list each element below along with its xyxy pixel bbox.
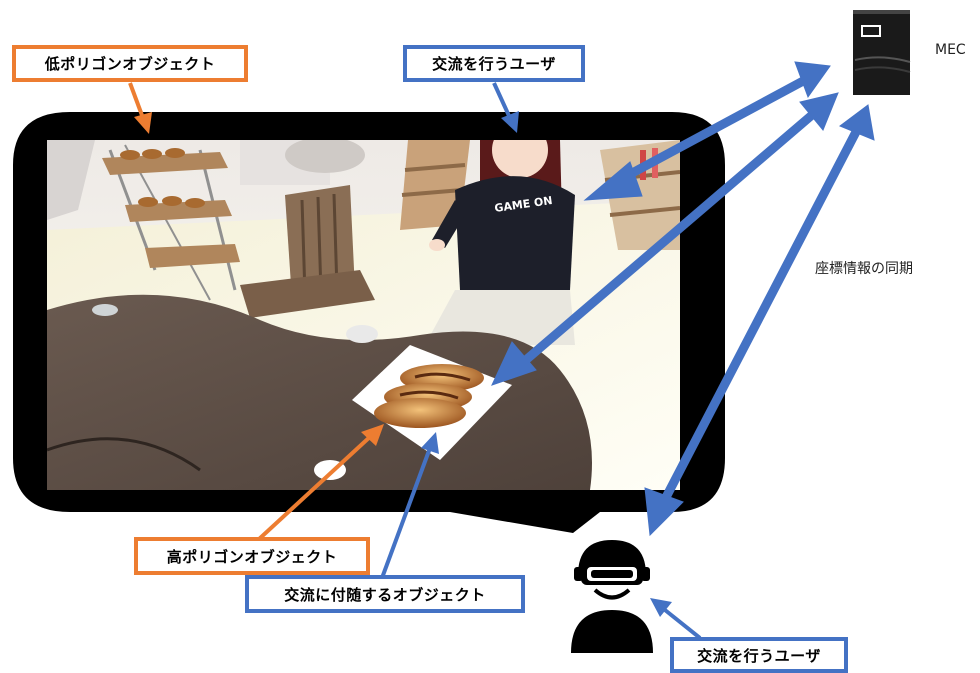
user-top-label: 交流を行うユーザ: [403, 45, 585, 82]
shelf-left: [102, 144, 240, 301]
sync-label: 座標情報の同期: [815, 261, 913, 277]
sync-arrows: [491, 61, 875, 537]
low-poly-label: 低ポリゴンオブジェクト: [12, 45, 248, 82]
chair: [240, 185, 375, 318]
avatar: GAME ON: [425, 140, 575, 345]
pointer-arrows: [128, 82, 702, 640]
vr-user-icon: [571, 540, 653, 653]
server-icon: [853, 10, 911, 95]
vr-scene-screen: GAME ON: [47, 140, 680, 490]
user-bottom-label: 交流を行うユーザ: [670, 637, 848, 673]
high-poly-label: 高ポリゴンオブジェクト: [134, 537, 370, 575]
server-name: MEC: [935, 42, 966, 58]
attached-object-label: 交流に付随するオブジェクト: [245, 575, 525, 613]
bread-plate: [352, 345, 512, 460]
